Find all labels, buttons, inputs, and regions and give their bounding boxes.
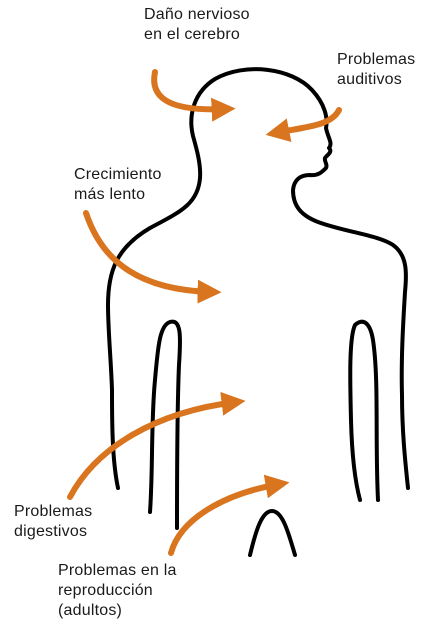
label-line: (adultos) xyxy=(58,601,177,621)
right-arm-outline xyxy=(350,322,378,500)
hearing-arrow xyxy=(275,110,339,133)
label-line: Daño nervioso xyxy=(144,5,250,25)
label-slower-growth: Crecimiento más lento xyxy=(74,165,162,205)
label-line: en el cerebro xyxy=(144,25,250,45)
label-line: reproducción xyxy=(58,581,177,601)
label-reproduction-problems: Problemas en la reproducción (adultos) xyxy=(58,561,177,621)
label-hearing-problems: Problemas auditivos xyxy=(337,50,415,90)
label-line: Crecimiento xyxy=(74,165,162,185)
label-line: digestivos xyxy=(14,522,92,542)
label-line: Problemas xyxy=(14,502,92,522)
growth-arrow xyxy=(86,213,212,292)
label-digestive-problems: Problemas digestivos xyxy=(14,502,92,542)
label-line: más lento xyxy=(74,185,162,205)
label-line: Problemas xyxy=(337,50,415,70)
legs-outline xyxy=(250,511,295,555)
label-line: Problemas en la xyxy=(58,561,177,581)
label-line: auditivos xyxy=(337,70,415,90)
label-brain-damage: Daño nervioso en el cerebro xyxy=(144,5,250,45)
